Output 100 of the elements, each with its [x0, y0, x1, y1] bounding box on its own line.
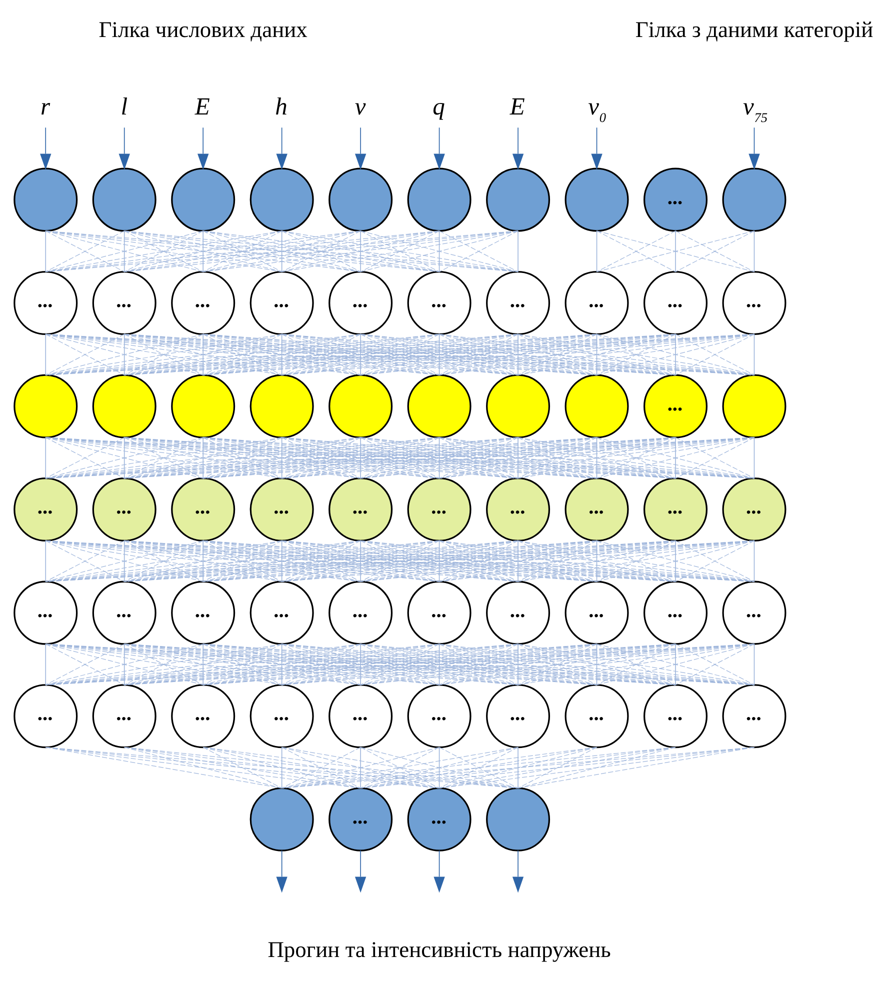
- connector: [674, 230, 754, 272]
- connector: [360, 230, 440, 272]
- connector: [124, 540, 282, 582]
- connector: [202, 333, 203, 375]
- connector: [360, 436, 518, 478]
- connector: [280, 643, 282, 685]
- node-circle: [722, 167, 786, 232]
- node-text: E: [509, 93, 524, 120]
- connector: [202, 436, 440, 478]
- connector: [438, 746, 597, 788]
- connector: [438, 540, 676, 582]
- node-circle: ...: [643, 580, 708, 644]
- connector: [124, 333, 203, 375]
- connector: [281, 436, 440, 478]
- node-text: E: [194, 93, 210, 120]
- connector: [202, 643, 282, 685]
- node-circle: ...: [486, 684, 550, 748]
- connector: [202, 540, 360, 582]
- connector: [44, 746, 440, 788]
- node-circle: ...: [249, 477, 314, 542]
- node-circle: ...: [92, 477, 156, 542]
- connector: [360, 333, 676, 375]
- node-circle: [92, 374, 156, 438]
- node-circle: [486, 374, 550, 438]
- connector: [44, 436, 360, 478]
- label: Гілка з даними категорій: [634, 16, 873, 42]
- connector: [44, 436, 440, 478]
- connector: [517, 540, 754, 582]
- connector: [124, 540, 360, 582]
- node-circle: ...: [564, 477, 628, 542]
- connector: [123, 540, 124, 582]
- connector: [281, 230, 360, 272]
- connector: [280, 436, 282, 478]
- connector: [202, 230, 282, 272]
- connector: [438, 436, 676, 478]
- connector: [360, 643, 597, 685]
- connector: [360, 746, 754, 788]
- connector: [202, 540, 282, 582]
- connector: [202, 746, 360, 788]
- connector: [123, 333, 124, 375]
- connector: [44, 643, 46, 685]
- node-circle: ...: [486, 580, 550, 644]
- connector: [674, 436, 754, 478]
- connector: [281, 436, 518, 478]
- connector: [438, 333, 597, 375]
- connector: [124, 230, 440, 272]
- node-circle: ...: [564, 270, 628, 334]
- node-text: ν$_{0}$: [588, 93, 606, 125]
- connector: [124, 436, 282, 478]
- connector: [44, 230, 46, 272]
- connector: [124, 643, 360, 685]
- node-text: q: [432, 93, 444, 120]
- connector: [281, 746, 676, 788]
- connector: [124, 230, 282, 272]
- connector: [438, 643, 754, 685]
- connector: [281, 643, 597, 685]
- connector: [438, 643, 676, 685]
- connector: [360, 540, 754, 582]
- connector: [596, 230, 676, 272]
- connector: [438, 643, 440, 685]
- connector: [202, 643, 597, 685]
- connector: [438, 746, 754, 788]
- connector: [596, 230, 754, 272]
- node-circle: ...: [13, 477, 78, 542]
- connector: [202, 333, 597, 375]
- node-circle: ...: [722, 580, 786, 644]
- connector: [281, 540, 360, 582]
- connector: [360, 540, 440, 582]
- connector: [44, 643, 440, 685]
- connector: [44, 643, 360, 685]
- connector: [124, 230, 518, 272]
- connector: [281, 540, 518, 582]
- connector: [124, 333, 282, 375]
- connector: [438, 540, 518, 582]
- connector: [517, 540, 676, 582]
- connector: [202, 746, 282, 788]
- connector: [124, 540, 203, 582]
- connector: [281, 333, 440, 375]
- arrow: [40, 126, 51, 170]
- node-circle: [328, 167, 392, 232]
- connector: [674, 333, 676, 375]
- connector: [44, 436, 203, 478]
- connector: [360, 643, 676, 685]
- connector: [44, 436, 46, 478]
- connector: [674, 436, 676, 478]
- connector: [281, 746, 360, 788]
- connector: [44, 540, 360, 582]
- connector: [438, 436, 440, 478]
- connector: [280, 333, 282, 375]
- connector: [517, 230, 518, 272]
- connector: [753, 436, 754, 478]
- connector: [202, 333, 282, 375]
- connector: [44, 746, 360, 788]
- connector: [517, 436, 754, 478]
- connector: [360, 746, 518, 788]
- node-circle: [13, 167, 78, 232]
- arrow: [276, 850, 287, 892]
- connector: [44, 540, 46, 582]
- node-circle: [406, 374, 471, 438]
- node-text: h: [274, 93, 287, 120]
